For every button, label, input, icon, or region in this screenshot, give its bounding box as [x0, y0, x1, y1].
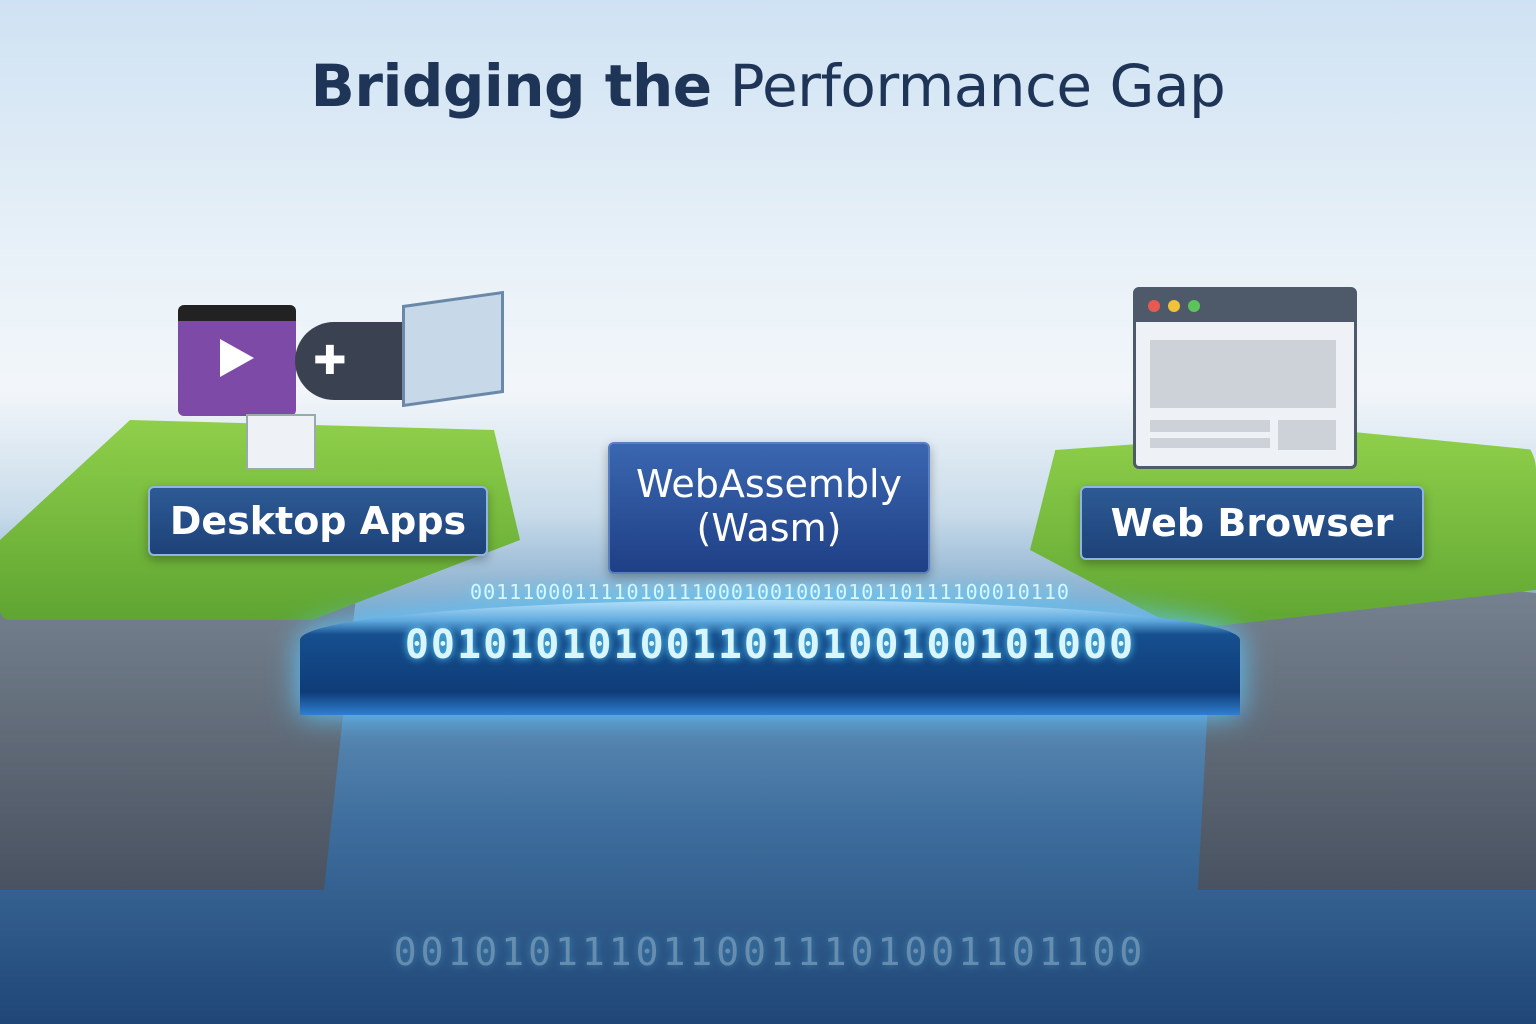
clapperboard-icon	[178, 305, 296, 416]
browser-window-icon	[1133, 287, 1357, 469]
title-bold: Bridging the	[310, 52, 712, 120]
webassembly-label-line2: (Wasm)	[696, 506, 842, 550]
binary-main-row: 0010101010011010100100101000	[404, 622, 1136, 668]
page-title: Bridging the Performance Gap	[0, 52, 1536, 120]
binary-upper-row: 0011100011110101110001001001010110111100…	[470, 580, 1070, 604]
webassembly-label: WebAssembly (Wasm)	[608, 442, 930, 574]
cube-icon	[402, 290, 504, 408]
binary-water-reflection: 0010101110110011101001101100	[393, 930, 1147, 974]
web-browser-label: Web Browser	[1080, 486, 1424, 560]
webassembly-label-line1: WebAssembly	[636, 462, 902, 506]
window-icon	[246, 414, 316, 470]
title-light: Performance Gap	[729, 52, 1226, 120]
binary-bridge	[300, 600, 1240, 715]
desktop-apps-label: Desktop Apps	[148, 486, 488, 556]
